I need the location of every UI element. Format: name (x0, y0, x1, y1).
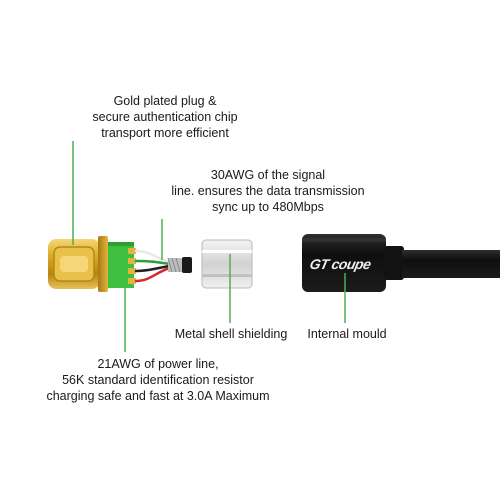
metal-shell (201, 239, 253, 289)
signal-label: 30AWG of the signal line. ensures the da… (168, 167, 368, 215)
signal-label-line-2: line. ensures the data transmission (171, 184, 365, 198)
shell-label-text: Metal shell shielding (174, 327, 288, 341)
brand-text: GT coupe (308, 256, 373, 272)
callout-lines (72, 141, 346, 352)
internal-mould (302, 234, 500, 292)
power-label: 21AWG of power line, 56K standard identi… (34, 356, 282, 404)
power-label-line-2: 56K standard identification resistor (62, 373, 254, 387)
braid-shield (167, 257, 192, 273)
signal-label-line-3: sync up to 480Mbps (212, 200, 324, 214)
wires (134, 249, 172, 283)
shell-label: Metal shell shielding (172, 326, 290, 342)
mould-label: Internal mould (304, 326, 390, 342)
gold-plug (48, 236, 108, 292)
power-label-line-1: 21AWG of power line, (97, 357, 219, 371)
plug-label: Gold plated plug & secure authentication… (70, 93, 260, 141)
plug-label-line-1: Gold plated plug & (113, 94, 217, 108)
plug-label-line-3: transport more efficient (101, 126, 229, 140)
brand-logo: GT coupe (307, 252, 384, 276)
plug-label-line-2: secure authentication chip (92, 110, 238, 124)
signal-label-line-1: 30AWG of the signal (210, 168, 326, 182)
power-label-line-3: charging safe and fast at 3.0A Maximum (46, 389, 270, 403)
pcb-board (108, 242, 136, 288)
mould-label-text: Internal mould (307, 327, 387, 341)
